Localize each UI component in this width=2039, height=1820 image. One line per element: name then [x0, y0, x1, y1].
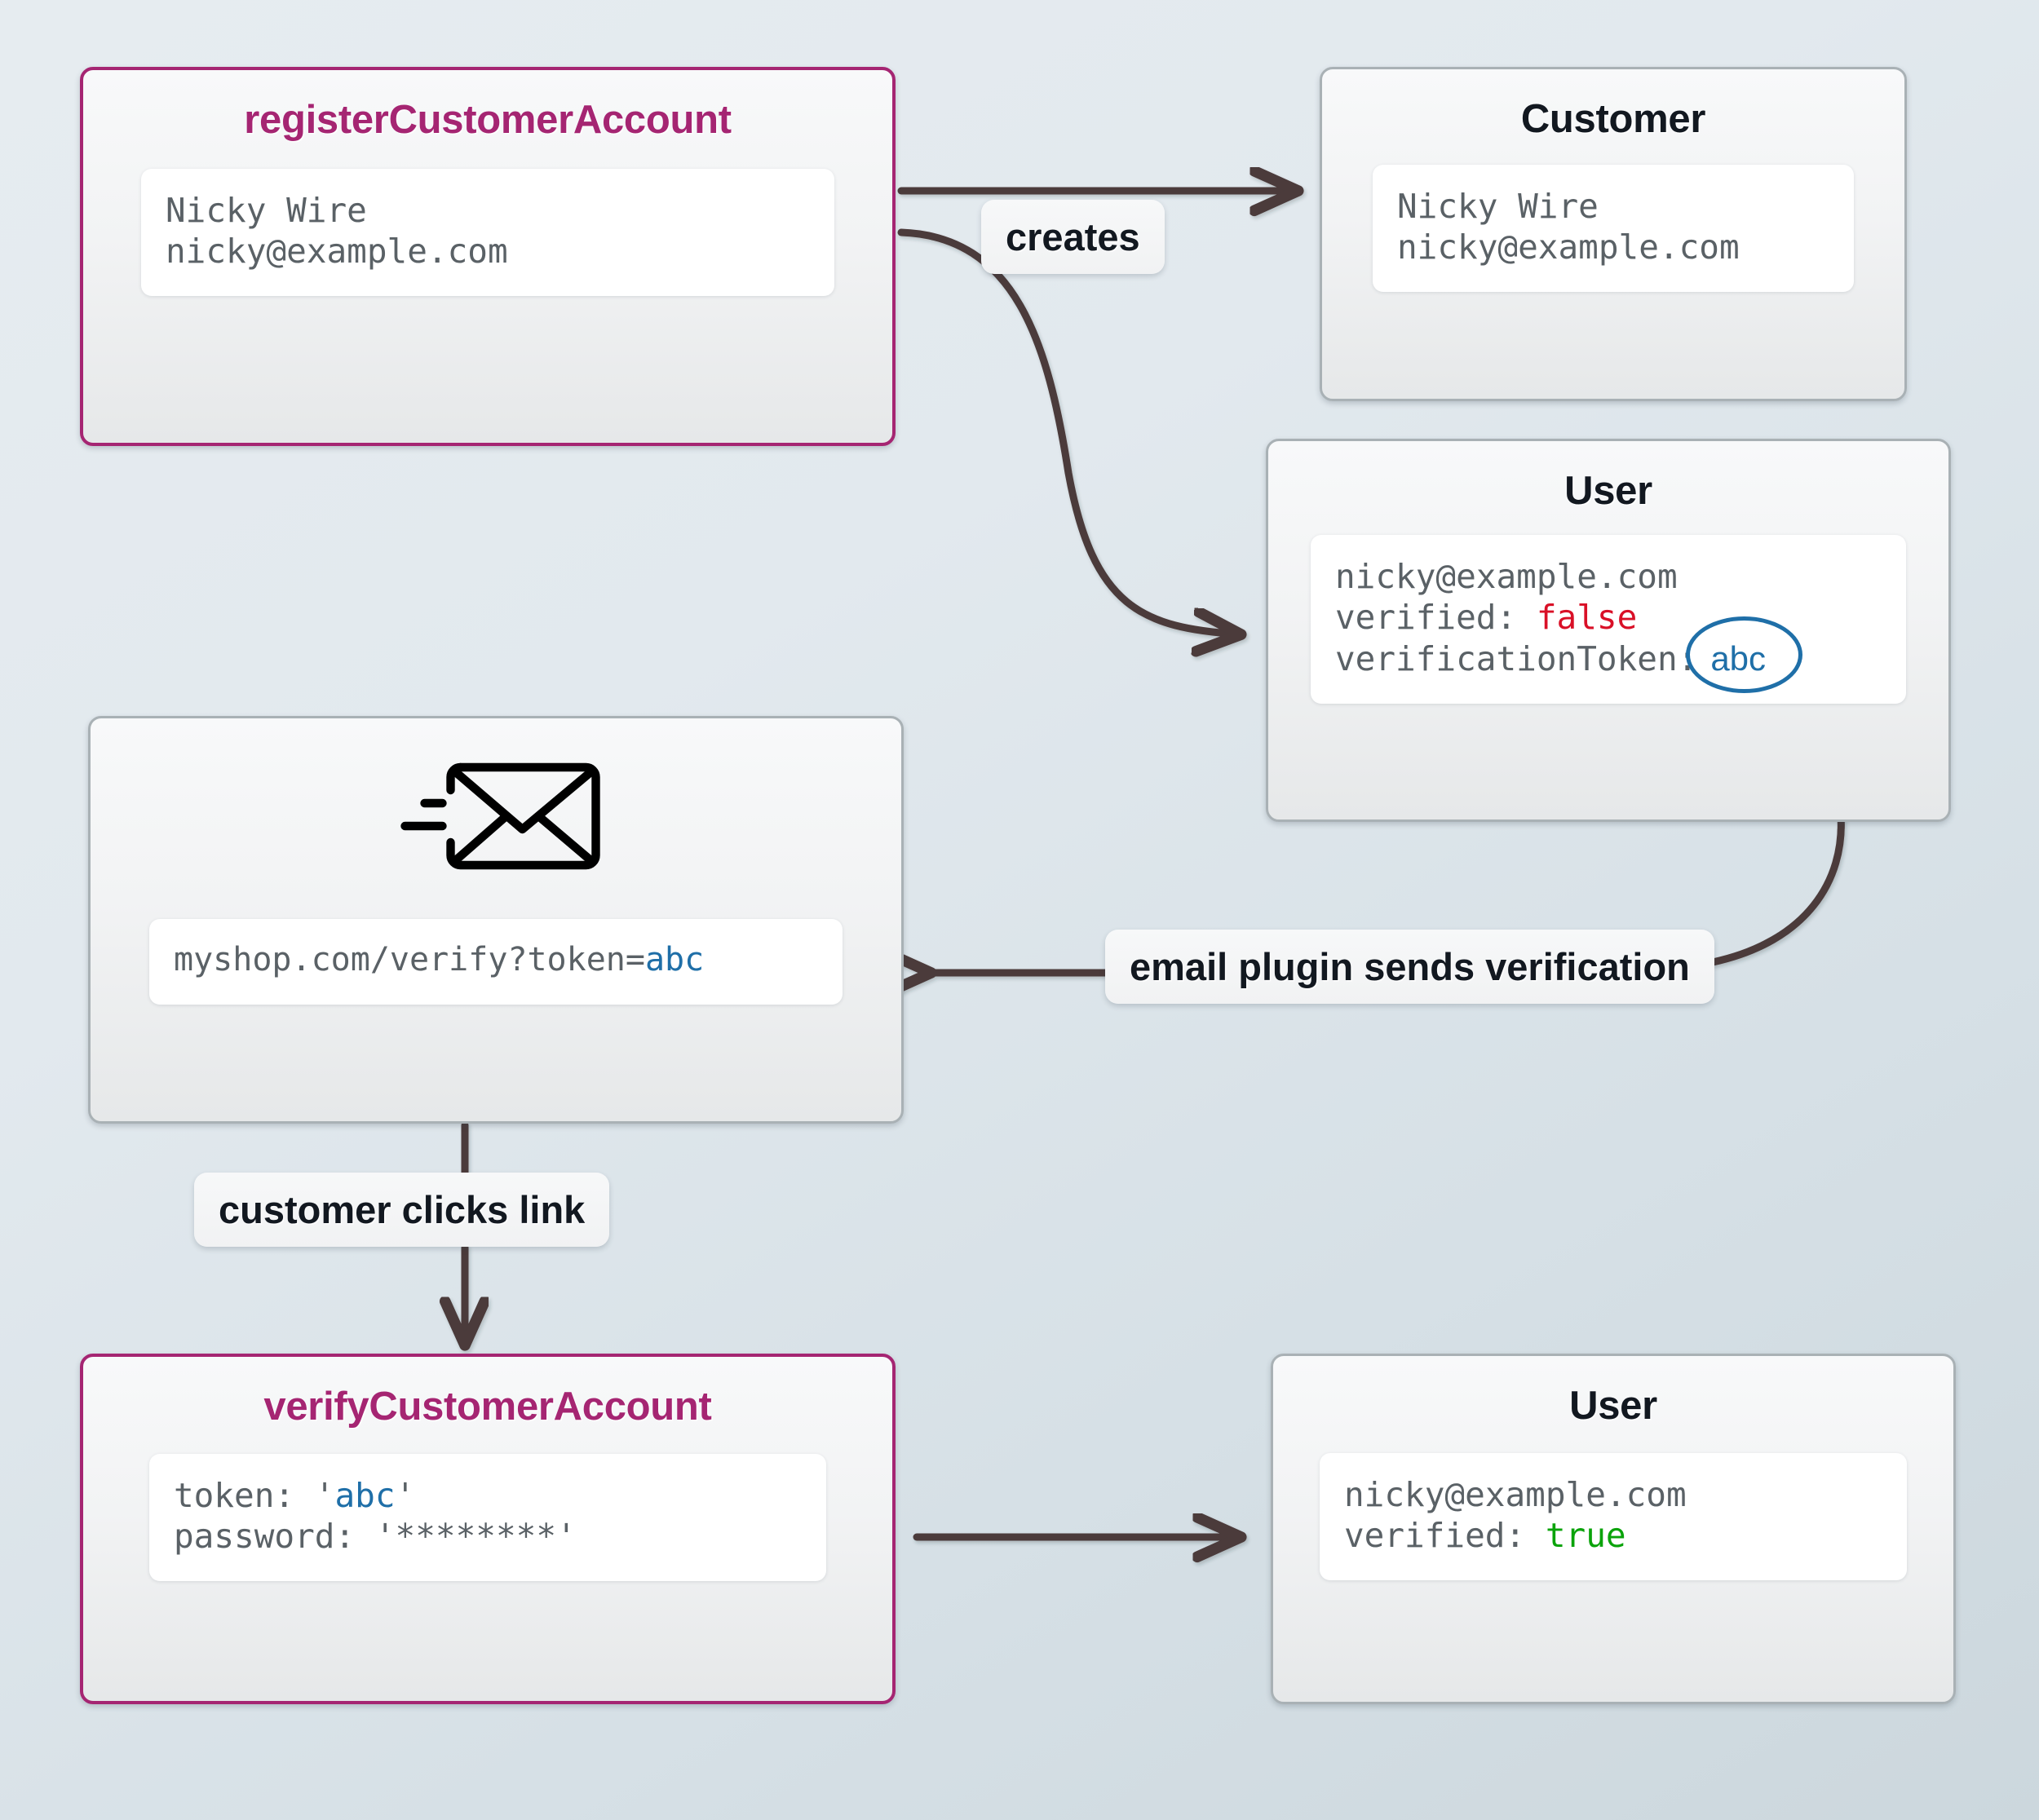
- verified-key: verified:: [1344, 1516, 1546, 1556]
- user-verified-line-verified: verified: true: [1344, 1515, 1882, 1556]
- token-value-circled: abc: [1686, 616, 1802, 694]
- email-link-body: myshop.com/verify?token=abc: [149, 919, 843, 1005]
- edge-label-customer-clicks-link: customer clicks link: [194, 1173, 610, 1247]
- edge-label-creates: creates: [981, 200, 1165, 274]
- verify-password-key: password:: [174, 1517, 375, 1557]
- node-body: Nicky Wire nicky@example.com: [141, 169, 834, 297]
- customer-line-email: nicky@example.com: [1397, 228, 1740, 267]
- verified-value: true: [1545, 1516, 1626, 1556]
- node-title: User: [1569, 1384, 1657, 1428]
- node-title: verifyCustomerAccount: [263, 1385, 712, 1429]
- user-line-verified: verified: false: [1335, 597, 1882, 638]
- node-register-customer-account[interactable]: registerCustomerAccount Nicky Wire nicky…: [80, 67, 896, 446]
- edge-token-to-emailplugin: [1709, 811, 1845, 966]
- node-body: token: 'abc' password: '********': [149, 1454, 826, 1582]
- send-envelope-icon: [400, 762, 600, 870]
- register-line-name: Nicky Wire: [166, 191, 367, 230]
- node-body: Nicky Wire nicky@example.com: [1373, 165, 1854, 293]
- node-user-unverified[interactable]: User nicky@example.com verified: false v…: [1266, 439, 1951, 822]
- user-line-email: nicky@example.com: [1335, 557, 1678, 596]
- email-link-prefix: myshop.com/verify?token=: [174, 941, 645, 978]
- verify-token-quote-close: ': [395, 1476, 416, 1515]
- verify-line-password: password: '********': [174, 1516, 802, 1557]
- node-body: nicky@example.com verified: false verifi…: [1311, 535, 1906, 705]
- verified-key: verified:: [1335, 598, 1537, 638]
- node-title: registerCustomerAccount: [244, 98, 732, 142]
- verified-value: false: [1536, 598, 1638, 638]
- verify-password-value: '********': [374, 1517, 577, 1557]
- node-customer[interactable]: Customer Nicky Wire nicky@example.com: [1320, 67, 1907, 401]
- token-key: verificationToken:: [1335, 639, 1698, 679]
- node-title: User: [1564, 469, 1652, 513]
- user-line-token: verificationToken:abc: [1335, 616, 1882, 694]
- node-email-message[interactable]: myshop.com/verify?token=abc: [88, 716, 904, 1124]
- node-body: nicky@example.com verified: true: [1320, 1453, 1907, 1581]
- verify-line-token: token: 'abc': [174, 1475, 802, 1516]
- register-line-email: nicky@example.com: [166, 232, 508, 272]
- edge-register-to-user: [897, 228, 1240, 634]
- customer-line-name: Nicky Wire: [1397, 187, 1599, 226]
- node-user-verified[interactable]: User nicky@example.com verified: true: [1271, 1354, 1956, 1704]
- verify-token-quote-open: ': [314, 1476, 335, 1515]
- node-verify-customer-account[interactable]: verifyCustomerAccount token: 'abc' passw…: [80, 1354, 896, 1704]
- verify-token-value: abc: [334, 1476, 396, 1515]
- email-link-token: abc: [644, 941, 705, 978]
- user-verified-line-email: nicky@example.com: [1344, 1475, 1687, 1514]
- node-title: Customer: [1520, 97, 1706, 141]
- edge-label-email-plugin-sends-verification: email plugin sends verification: [1105, 930, 1714, 1004]
- verify-token-key: token:: [174, 1476, 315, 1515]
